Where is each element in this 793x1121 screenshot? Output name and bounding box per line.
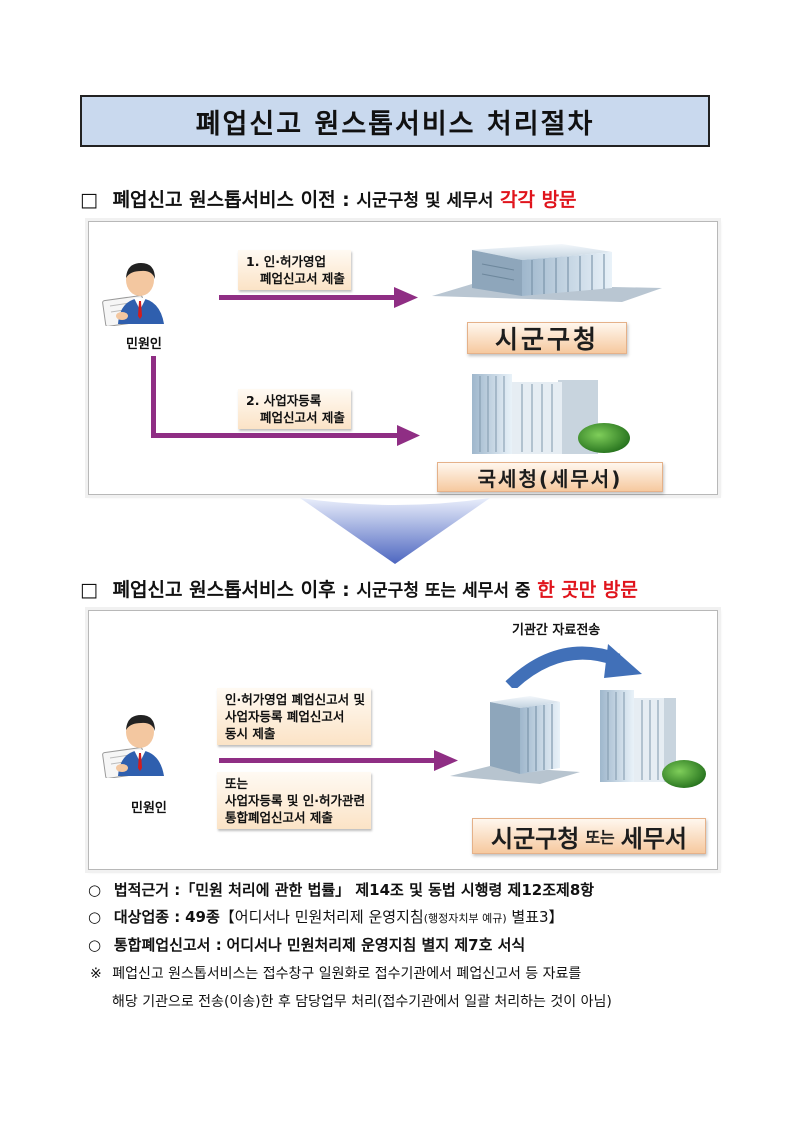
heading-main: 폐업신고 원스톱서비스 이전 : [112,189,350,211]
step2-note: 2. 사업자등록 폐업신고서 제출 [238,389,351,429]
after-arrows [219,750,458,771]
office-buildings-icon [450,690,706,788]
submit-integrated-note: 또는 사업자등록 및 인·허가관련 통합폐업신고서 제출 [217,772,371,829]
integrated-form-line: ○ 통합폐업신고서 : 어디서나 민원처리제 운영지침 별지 제7호 서식 [88,936,526,954]
target-industries-line: ○ 대상업종 : 49종【어디서나 민원처리제 운영지침(행정자치부 예규) 별… [88,908,564,926]
page-title: 폐업신고 원스톱서비스 처리절차 [80,95,710,147]
before-arrows [151,287,420,446]
heading-sub: 시군구청 또는 세무서 중 [356,581,531,601]
legal-basis-line: ○ 법적근거 :「민원 처리에 관한 법률」 제14조 및 동법 시행령 제12… [88,881,595,899]
arrow-to-city-hall [219,287,418,308]
arrow-to-one-office [219,750,458,771]
citizen-label: 민원인 [126,337,162,352]
checkbox-marker: □ [80,579,98,601]
citizen-label: 민원인 [131,801,167,816]
citizen-icon [102,715,164,778]
heading-emphasis: 각각 방문 [500,189,577,211]
down-arrow-icon [300,498,490,564]
heading-emphasis: 한 곳만 방문 [537,579,638,601]
office-banner: 시군구청 또는 세무서 [472,818,706,854]
checkbox-marker: □ [80,189,98,211]
citizen-icon [102,263,164,326]
tax-office-building-icon [472,374,630,454]
footnote-line-2: 해당 기관으로 전송(이송)한 후 담당업무 처리(접수기관에서 일괄 처리하는… [112,994,612,1010]
heading-main: 폐업신고 원스톱서비스 이후 : [112,579,350,601]
transfer-curved-arrow-icon [505,644,642,688]
heading-sub: 시군구청 및 세무서 [356,191,494,211]
tax-office-banner: 국세청(세무서) [437,462,663,492]
city-hall-banner: 시군구청 [467,322,627,354]
city-hall-building-icon [432,244,662,302]
submit-both-note: 인·허가영업 폐업신고서 및 사업자등록 폐업신고서 동시 제출 [217,688,371,745]
step1-note: 1. 인·허가영업 폐업신고서 제출 [238,250,351,290]
section-heading-after: □ 폐업신고 원스톱서비스 이후 : 시군구청 또는 세무서 중 한 곳만 방문 [80,575,638,602]
section-heading-before: □ 폐업신고 원스톱서비스 이전 : 시군구청 및 세무서 각각 방문 [80,185,577,212]
transfer-label: 기관간 자료전송 [512,623,601,638]
arrow-to-tax-office [151,356,420,446]
footnote-line-1: ※ 폐업신고 원스톱서비스는 접수창구 일원화로 접수기관에서 폐업신고서 등 … [90,966,582,982]
